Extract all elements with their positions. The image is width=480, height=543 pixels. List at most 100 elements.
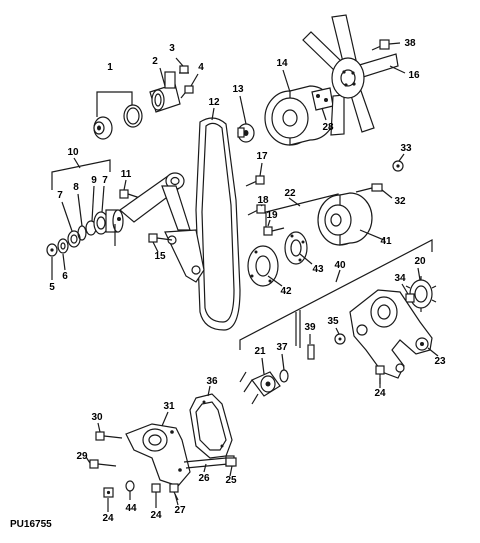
callout-14: 14 — [276, 58, 288, 69]
callout-5: 5 — [49, 282, 55, 293]
leader-25 — [229, 465, 233, 477]
part-4-screw — [180, 85, 194, 99]
callout-38: 38 — [404, 38, 416, 49]
leader-9 — [91, 185, 95, 222]
part-11-bolt — [119, 189, 141, 199]
part-27-screw — [169, 483, 179, 501]
callout-32: 32 — [394, 196, 406, 207]
part-tensioner-arm — [119, 172, 205, 283]
part-25-cap — [225, 457, 237, 467]
callout-17: 17 — [256, 151, 268, 162]
callout-1: 1 — [107, 62, 113, 73]
callout-18: 18 — [257, 195, 269, 206]
leader-2 — [159, 67, 166, 87]
leader-12 — [211, 107, 215, 121]
callout-16: 16 — [408, 70, 420, 81]
leader-3 — [175, 57, 184, 67]
callout-13: 13 — [232, 84, 244, 95]
callout-33: 33 — [400, 143, 412, 154]
part-13-hub — [237, 123, 255, 143]
callout-22: 22 — [284, 188, 296, 199]
callout-12: 12 — [208, 97, 220, 108]
leader-40 — [335, 269, 341, 283]
part-29-bolt — [89, 459, 117, 469]
leader-41 — [359, 229, 385, 241]
leader-11 — [123, 179, 127, 191]
callout-44: 44 — [125, 503, 137, 514]
callout-3: 3 — [169, 43, 175, 54]
part-idler-pulley — [93, 209, 124, 235]
callout-4: 4 — [198, 62, 204, 73]
part-30-bolt — [95, 431, 123, 441]
part-20-gear — [405, 276, 437, 312]
callout-24-bottom-mid: 24 — [150, 510, 162, 521]
callout-27: 27 — [174, 505, 186, 516]
part-43-flange — [284, 231, 308, 265]
leader-17 — [259, 162, 263, 177]
callout-30: 30 — [91, 412, 103, 423]
callout-39: 39 — [304, 322, 316, 333]
callout-25: 25 — [225, 475, 237, 486]
part-2-thermostat-housing — [149, 71, 181, 113]
leader-10 — [73, 157, 81, 169]
callout-7-right: 7 — [102, 175, 108, 186]
callout-10: 10 — [67, 147, 79, 158]
leader-23 — [427, 347, 439, 357]
leader-15 — [152, 241, 159, 253]
leader-7a — [61, 201, 73, 232]
leader-40-bracket — [239, 239, 433, 350]
part-21-impeller — [239, 371, 281, 405]
leader-32 — [381, 189, 393, 199]
leader-28 — [321, 107, 327, 121]
leader-27 — [174, 493, 179, 506]
part-28-spacer — [311, 87, 334, 111]
part-36-gasket — [189, 393, 233, 459]
leader-43 — [299, 253, 313, 265]
callout-23: 23 — [434, 356, 446, 367]
part-35-nut — [334, 333, 346, 345]
leader-36 — [207, 385, 211, 397]
part-8-snap-ring — [77, 225, 87, 241]
callout-20: 20 — [414, 256, 426, 267]
callout-24-right: 24 — [374, 388, 386, 399]
callout-42: 42 — [280, 286, 292, 297]
callout-9: 9 — [91, 175, 97, 186]
callout-19: 19 — [266, 210, 278, 221]
callout-24-bottom-left: 24 — [102, 513, 114, 524]
part-7-bearing — [67, 230, 81, 248]
callout-8: 8 — [73, 182, 79, 193]
leader-13 — [239, 95, 247, 125]
leader-37 — [281, 353, 285, 371]
part-16-fan — [302, 14, 399, 136]
part-24-bolt-mid — [151, 483, 161, 504]
part-42-plate — [247, 245, 279, 287]
leader-33 — [398, 153, 405, 162]
part-31-housing — [125, 423, 191, 487]
callout-40: 40 — [334, 260, 346, 271]
leader-35 — [335, 327, 340, 335]
part-1-pump-hub — [93, 116, 113, 140]
part-18-bolt — [247, 204, 266, 216]
part-33-nut — [392, 160, 404, 172]
callout-35: 35 — [327, 316, 339, 327]
leader-1 — [96, 91, 133, 117]
leader-31 — [161, 411, 169, 427]
leader-21 — [261, 357, 265, 375]
leader-6 — [62, 253, 66, 271]
part-23-pump-housing — [349, 289, 433, 379]
callout-11: 11 — [121, 169, 132, 180]
callout-29: 29 — [76, 451, 88, 462]
leader-22 — [288, 197, 301, 207]
part-38-screw — [371, 39, 390, 51]
callout-41: 41 — [380, 236, 392, 247]
part-1-gasket — [123, 104, 143, 128]
callout-34: 34 — [394, 273, 406, 284]
callout-28: 28 — [322, 122, 334, 133]
callout-7-left: 7 — [57, 190, 63, 201]
part-3-plug — [179, 65, 189, 74]
leader-20 — [417, 267, 421, 281]
callout-31: 31 — [163, 401, 175, 412]
part-39-pin — [295, 310, 315, 360]
leader-14 — [282, 69, 291, 93]
callout-21: 21 — [254, 346, 266, 357]
